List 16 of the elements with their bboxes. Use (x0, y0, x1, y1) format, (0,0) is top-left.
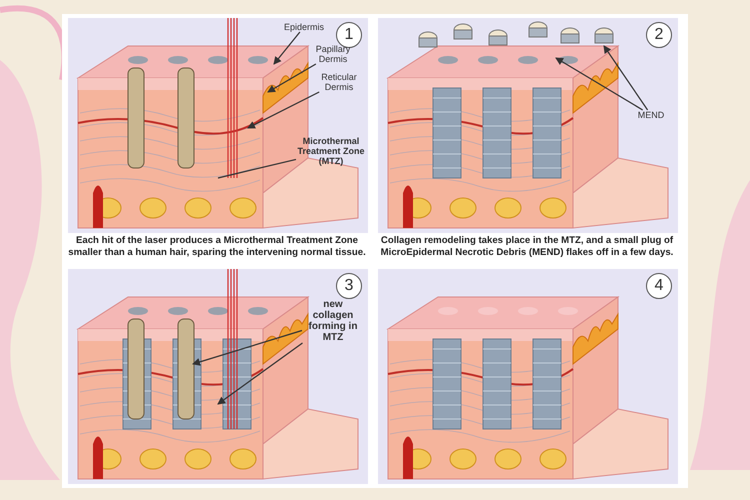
callout-label: new collagen forming in MTZ (302, 299, 364, 343)
callout-label: Microthermal Treatment Zone (MTZ) (296, 136, 366, 166)
layer-label: Reticular Dermis (314, 72, 364, 92)
callout-label: MEND (634, 110, 668, 120)
panel-number: 4 (646, 273, 672, 299)
leader-line (192, 330, 302, 366)
caption-text: Each hit of the laser produces a Microthermal Treatment Zone smaller than a human hair, sparing the intervening normal tissue. (67, 235, 367, 259)
layer-label: Epidermis (274, 22, 334, 32)
panel-number: 3 (336, 273, 362, 299)
leader-line (218, 158, 296, 179)
leader-line (217, 342, 303, 405)
caption-text: Collagen remodeling takes place in the MTZ, and a small plug of MicroEpidermal Necrotic Debris (MEND) flakes off in a few days. (380, 235, 674, 259)
leader-line (603, 45, 648, 110)
leader-line (555, 57, 643, 111)
panel-number: 2 (646, 22, 672, 48)
leader-line (273, 32, 300, 65)
